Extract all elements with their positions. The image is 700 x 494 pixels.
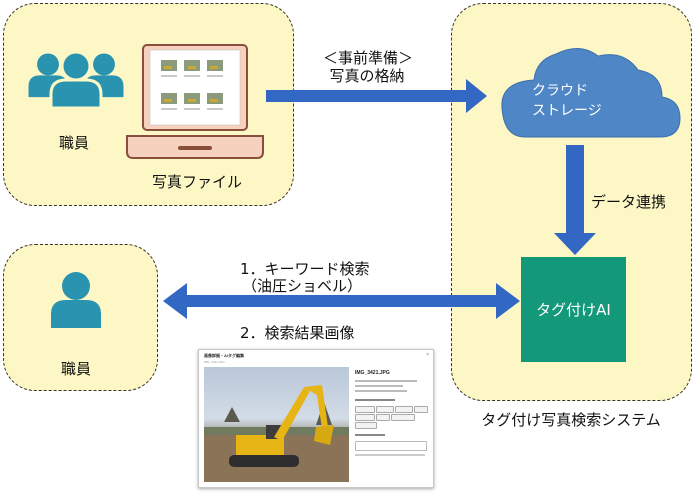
keyword-search-label: 1．キーワード検索 [240,260,370,278]
result-screenshot: 画像詳細・AIタグ編集 IMG_3421.JPG × IMG_3421.JPG [198,349,434,488]
info-line [355,380,417,382]
cloud-line1: クラウド [532,83,588,99]
store-photos-arrow [266,79,487,113]
tag-chip [376,406,394,413]
photo-thumbnails [161,60,223,104]
tag-input [355,441,427,451]
excavator-photo [204,367,349,482]
info-line [355,390,407,392]
staff-label: 職員 [60,360,92,378]
cloud-icon [501,48,681,138]
screenshot-close-icon: × [426,352,429,358]
prep-label: ＜事前準備＞ [322,49,414,67]
cloud-storage-label: クラウド ストレージ [532,81,602,121]
section-heading-line [355,434,385,436]
note-line [355,454,425,456]
staff-group-icon [28,50,124,110]
search-double-arrow [163,283,520,319]
system-label: タグ付け写真検索システム [481,411,661,429]
tag-chip [376,414,390,421]
tagging-ai-box: タグ付けAI [521,257,626,362]
data-link-label: データ連携 [591,193,667,211]
photo-file-label: 写真ファイル [151,173,243,191]
info-line [355,385,403,387]
excavator-image [204,385,349,482]
section-heading-line [355,399,395,401]
tag-chip [355,414,375,421]
tag-chip [355,406,375,413]
store-label: 写真の格納 [329,67,405,85]
screenshot-subtitle: IMG_3421.JPG [204,360,225,364]
result-image-label: 2．検索結果画像 [240,324,355,342]
keyword-example-label: （油圧ショベル） [242,277,363,295]
tag-chip [391,414,415,421]
screenshot-filename: IMG_3421.JPG [355,370,390,376]
laptop-icon [126,44,264,159]
tag-chip [395,406,413,413]
tag-chip [355,422,377,429]
data-link-arrow [554,145,596,255]
staff-group-label: 職員 [58,134,90,152]
tag-chip [414,406,428,413]
tagging-ai-label: タグ付けAI [536,301,611,319]
cloud-line2: ストレージ [532,103,602,119]
staff-icon [51,272,101,328]
screenshot-title: 画像詳細・AIタグ編集 [204,353,244,358]
